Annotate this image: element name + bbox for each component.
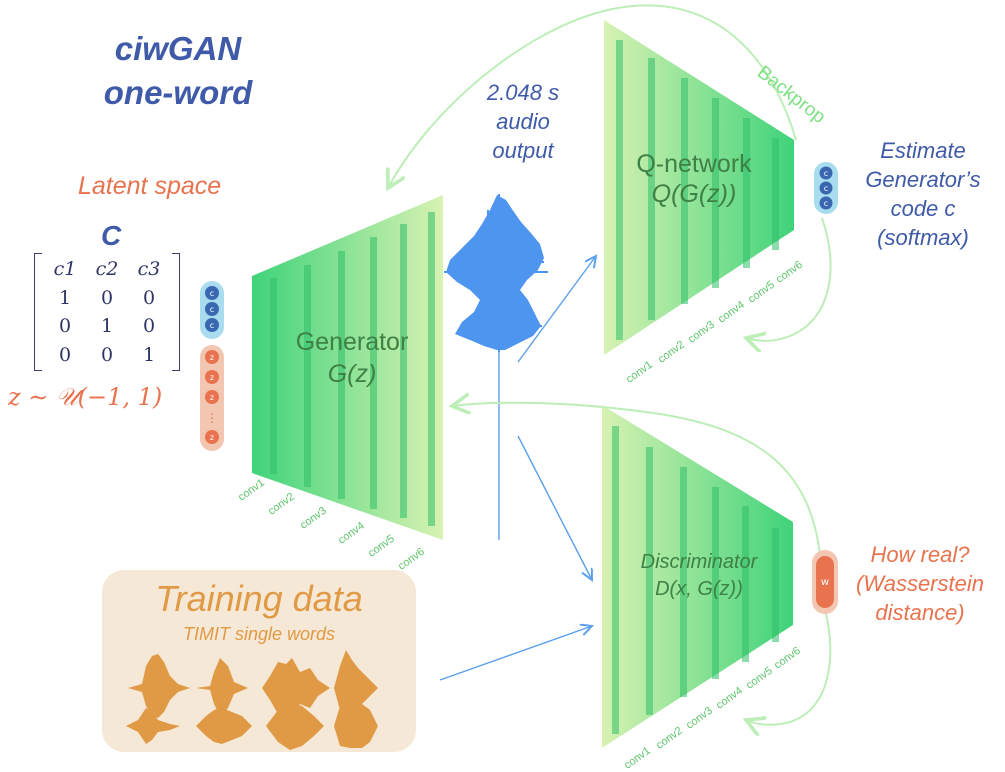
matrix-cell: 1: [100, 315, 114, 338]
how-real-line-2: (Wasserstein: [856, 571, 984, 596]
matrix-grid: c1 c2 c3 1 0 0 0 1 0 0 0 1: [44, 255, 170, 369]
svg-text:z: z: [210, 353, 214, 362]
svg-text:c: c: [824, 169, 828, 178]
qnetwork-layers: [616, 40, 779, 340]
matrix-cell: 0: [100, 343, 114, 366]
generator-function: G(z): [327, 360, 377, 388]
matrix-header-cell: c1: [53, 258, 77, 281]
matrix-cell: 1: [58, 286, 72, 309]
matrix-bracket-left: [34, 253, 42, 371]
estimate-code-label: Estimate Generator’s code c (softmax): [848, 136, 998, 252]
w-node: [816, 556, 834, 608]
audio-output-line-3: output: [492, 138, 554, 163]
svg-text:c: c: [824, 199, 828, 208]
discriminator-feedback-arrow: [452, 403, 821, 556]
svg-text:z: z: [210, 373, 214, 382]
latent-space-title: Latent space: [78, 172, 222, 200]
arrow-training-to-discriminator: [439, 626, 592, 681]
title-line-1: ciwGAN: [114, 30, 242, 67]
matrix-bracket-right: [172, 253, 180, 371]
title-line-2: one-word: [103, 74, 253, 111]
waveform-spikes: [444, 194, 548, 352]
matrix-cell: 0: [58, 343, 72, 366]
discriminator-label: Discriminator: [640, 551, 758, 573]
qnetwork-loop-arrow: [746, 217, 832, 341]
matrix-cell: 1: [142, 343, 156, 366]
backprop-arrow: [388, 4, 797, 188]
discriminator-loop-arrow: [746, 597, 832, 725]
svg-text:z: z: [210, 433, 214, 442]
c-label: C: [101, 220, 122, 251]
discriminator-layers: [612, 426, 779, 734]
audio-output-line-1: 2.048 s: [486, 80, 560, 105]
matrix-header-cell: c3: [137, 258, 161, 281]
training-data-title: Training data: [155, 578, 363, 619]
svg-text:⋮: ⋮: [206, 411, 218, 425]
z-nodes: z z z ⋮ z: [205, 350, 219, 444]
estimate-line-1: Estimate: [880, 138, 966, 163]
matrix-cell: 0: [100, 286, 114, 309]
matrix-cell: 0: [142, 286, 156, 309]
generator-layers: [270, 212, 435, 526]
training-data-subtitle: TIMIT single words: [182, 624, 336, 644]
matrix-header-cell: c2: [95, 258, 119, 281]
matrix-cell: 0: [142, 315, 156, 338]
how-real-line-3: distance): [875, 600, 965, 625]
training-waveforms: [126, 650, 378, 750]
estimate-line-4: (softmax): [877, 225, 969, 250]
generator-block: [252, 195, 443, 540]
qnetwork-function: Q(G(z)): [651, 180, 737, 208]
estimate-line-3: code c: [890, 196, 956, 221]
z-distribution-formula: z ∼ 𝒰(−1, 1): [8, 383, 163, 411]
qnetwork-label: Q-network: [636, 150, 752, 178]
w-node-label: w: [821, 577, 829, 588]
svg-text:c: c: [210, 289, 214, 298]
svg-text:c: c: [824, 184, 828, 193]
discriminator-function: D(x, G(z)): [655, 578, 743, 600]
c-matrix: c1 c2 c3 1 0 0 0 1 0 0 0 1: [34, 253, 180, 371]
qnet-output-nodes: c c c: [819, 166, 833, 210]
arrow-to-discriminator: [517, 435, 592, 580]
audio-output-label: 2.048 s audio output: [468, 78, 578, 165]
audio-output-line-2: audio: [496, 109, 550, 134]
svg-text:c: c: [210, 321, 214, 330]
arrow-to-qnetwork: [517, 256, 596, 363]
c-nodes: c c c: [205, 286, 219, 332]
how-real-line-1: How real?: [870, 542, 970, 567]
estimate-line-2: Generator’s: [865, 167, 981, 192]
svg-text:c: c: [210, 305, 214, 314]
svg-text:z: z: [210, 393, 214, 402]
feedback-arrows: [388, 4, 832, 725]
matrix-cell: 0: [58, 315, 72, 338]
data-flow-arrows: [439, 256, 596, 681]
generator-label: Generator: [295, 328, 409, 356]
how-real-label: How real? (Wasserstein distance): [836, 540, 1004, 627]
